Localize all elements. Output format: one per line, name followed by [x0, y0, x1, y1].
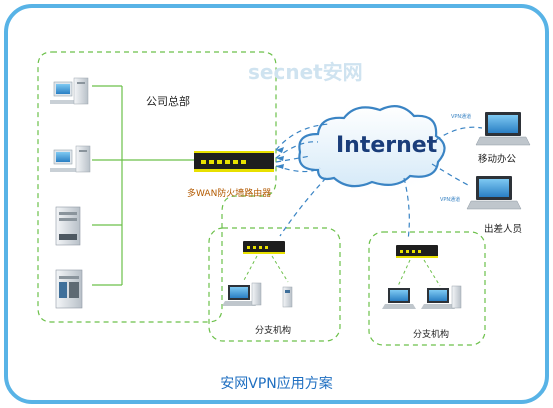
branch-2-links: [397, 259, 441, 287]
vpn-tag-mobile: VPN通道: [451, 114, 472, 120]
mobile-office-label: 移动办公: [478, 154, 517, 165]
watermark-logo: secnet安网: [248, 60, 363, 84]
router-label: 多WAN防火墙路由器: [187, 189, 272, 199]
internet-label: Internet: [336, 133, 438, 158]
laptop-travel: [466, 176, 522, 210]
laptop-mobile: [475, 112, 531, 146]
branch-2-laptop-2: [421, 285, 462, 309]
hq-desktop-1: [50, 77, 89, 105]
branch-2-router: [396, 245, 438, 258]
outer-frame: [4, 4, 549, 404]
hq-label: 公司总部: [146, 95, 190, 108]
branch-1-router: [243, 241, 285, 254]
hq-server-1: [55, 206, 81, 246]
branch-2-laptop-1: [382, 288, 416, 309]
branch-1-laptop: [222, 282, 262, 306]
hq-lan-lines: [92, 85, 194, 286]
hq-server-2: [55, 269, 83, 309]
vpn-tag-travel: VPN通道: [440, 197, 461, 203]
branch-1-desktop: [282, 286, 293, 308]
travel-staff-label: 出差人员: [484, 224, 523, 235]
branch-region-2: [368, 231, 486, 346]
branch-1-links: [242, 255, 289, 283]
hq-router: [194, 151, 274, 172]
branch-region-1: [208, 227, 341, 342]
internet-cloud: [298, 105, 446, 188]
hq-desktop-2: [50, 145, 91, 173]
branch-2-label: 分支机构: [413, 330, 450, 340]
footer-title: 安网VPN应用方案: [220, 376, 333, 392]
branch-1-label: 分支机构: [255, 326, 292, 336]
